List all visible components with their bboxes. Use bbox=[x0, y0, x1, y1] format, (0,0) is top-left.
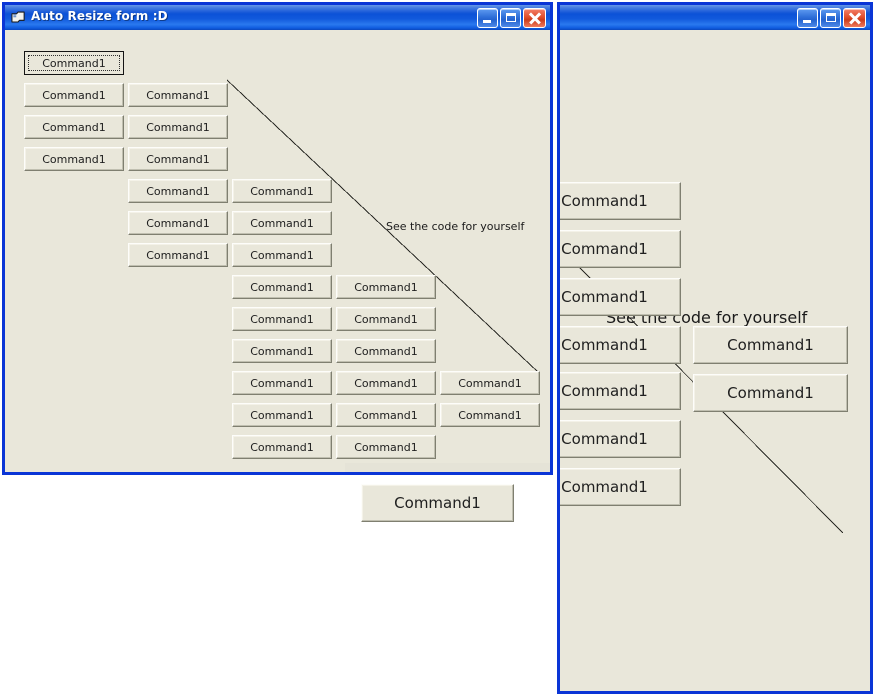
command-button-label: Command1 bbox=[250, 184, 314, 198]
command-button-label: Command1 bbox=[42, 56, 106, 70]
command-button-label: Command1 bbox=[42, 120, 106, 134]
front-command-button[interactable]: Command1 bbox=[336, 371, 436, 395]
command-button-label: Command1 bbox=[458, 408, 522, 422]
command-button-label: Command1 bbox=[561, 430, 648, 448]
command-button-label: Command1 bbox=[250, 376, 314, 390]
front-command-button[interactable]: Command1 bbox=[232, 339, 332, 363]
titlebar-front[interactable]: Auto Resize form :D bbox=[5, 5, 550, 30]
command-button-label: Command1 bbox=[354, 376, 418, 390]
maximize-icon bbox=[506, 13, 516, 22]
command-button-label: Command1 bbox=[250, 440, 314, 454]
command-button-label: Command1 bbox=[561, 288, 648, 306]
front-command-button[interactable]: Command1 bbox=[232, 307, 332, 331]
front-command-button[interactable]: Command1 bbox=[440, 403, 540, 427]
front-command-button[interactable]: Command1 bbox=[336, 435, 436, 459]
front-command-button[interactable]: Command1 bbox=[24, 83, 124, 107]
front-command-button[interactable]: Command1 bbox=[128, 83, 228, 107]
command-button-label: Command1 bbox=[250, 280, 314, 294]
command-button-label: Command1 bbox=[561, 336, 648, 354]
front-command-button[interactable]: Command1 bbox=[128, 179, 228, 203]
minimize-icon bbox=[803, 20, 811, 23]
command-button-label: Command1 bbox=[42, 152, 106, 166]
maximize-button-back[interactable] bbox=[820, 8, 841, 28]
back-command-button[interactable]: Command1 bbox=[693, 374, 848, 412]
command-button-label: Command1 bbox=[250, 216, 314, 230]
command-button-label: Command1 bbox=[727, 384, 814, 402]
minimize-icon bbox=[483, 20, 491, 23]
back-command-button[interactable]: Command1 bbox=[560, 420, 681, 458]
overlay-command-button[interactable]: Command1 bbox=[361, 484, 514, 522]
back-command-button[interactable]: Command1 bbox=[560, 278, 681, 316]
command-button-label: Command1 bbox=[146, 248, 210, 262]
command-button-label: Command1 bbox=[250, 344, 314, 358]
window-front-frame: Auto Resize form :D See the code bbox=[5, 5, 550, 472]
command-button-label: Command1 bbox=[354, 280, 418, 294]
minimize-button-front[interactable] bbox=[477, 8, 498, 28]
back-command-button[interactable]: Command1 bbox=[560, 182, 681, 220]
command-button-label: Command1 bbox=[561, 478, 648, 496]
front-command-button[interactable]: Command1 bbox=[232, 371, 332, 395]
command-button-label: Command1 bbox=[250, 408, 314, 422]
form-document-icon bbox=[11, 11, 25, 23]
front-command-button[interactable]: Command1 bbox=[232, 275, 332, 299]
front-command-button[interactable]: Command1 bbox=[24, 147, 124, 171]
repaint-artifact-panel bbox=[345, 463, 550, 472]
command-button-label: Command1 bbox=[146, 88, 210, 102]
front-command-button[interactable]: Command1 bbox=[232, 435, 332, 459]
front-command-button[interactable]: Command1 bbox=[128, 147, 228, 171]
front-command-button[interactable]: Command1 bbox=[128, 243, 228, 267]
front-command-button[interactable]: Command1 bbox=[24, 115, 124, 139]
maximize-icon bbox=[826, 13, 836, 22]
command-button-label: Command1 bbox=[42, 88, 106, 102]
front-command-button[interactable]: Command1 bbox=[232, 403, 332, 427]
command-button-label: Command1 bbox=[146, 120, 210, 134]
command-button-label: Command1 bbox=[561, 240, 648, 258]
command-button-label: Command1 bbox=[561, 382, 648, 400]
front-command-button[interactable]: Command1 bbox=[128, 211, 228, 235]
maximize-button-front[interactable] bbox=[500, 8, 521, 28]
window-front[interactable]: Auto Resize form :D See the code bbox=[2, 2, 553, 475]
front-command-button[interactable]: Command1 bbox=[336, 275, 436, 299]
back-command-button[interactable]: Command1 bbox=[693, 326, 848, 364]
command-button-label: Command1 bbox=[354, 408, 418, 422]
front-command-button[interactable]: Command1 bbox=[232, 179, 332, 203]
back-command-button[interactable]: Command1 bbox=[560, 326, 681, 364]
caption-buttons-back bbox=[797, 8, 866, 28]
static-label-see-code-front: See the code for yourself bbox=[386, 220, 525, 233]
front-command-button[interactable]: Command1 bbox=[336, 339, 436, 363]
command-button-label: Command1 bbox=[146, 184, 210, 198]
caption-buttons-front bbox=[477, 8, 546, 28]
command-button-label: Command1 bbox=[394, 494, 481, 512]
command-button-label: Command1 bbox=[354, 312, 418, 326]
command-button-label: Command1 bbox=[146, 216, 210, 230]
close-button-back[interactable] bbox=[843, 8, 866, 28]
command-button-label: Command1 bbox=[561, 192, 648, 210]
front-command-button[interactable]: Command1 bbox=[24, 51, 124, 75]
front-command-button[interactable]: Command1 bbox=[232, 243, 332, 267]
front-command-button[interactable]: Command1 bbox=[336, 403, 436, 427]
command-button-label: Command1 bbox=[727, 336, 814, 354]
command-button-label: Command1 bbox=[354, 440, 418, 454]
front-command-button[interactable]: Command1 bbox=[336, 307, 436, 331]
window-front-title: Auto Resize form :D bbox=[31, 9, 168, 23]
front-command-button[interactable]: Command1 bbox=[128, 115, 228, 139]
command-button-label: Command1 bbox=[250, 248, 314, 262]
back-command-button[interactable]: Command1 bbox=[560, 372, 681, 410]
command-button-label: Command1 bbox=[146, 152, 210, 166]
close-button-front[interactable] bbox=[523, 8, 546, 28]
command-button-label: Command1 bbox=[458, 376, 522, 390]
front-command-button[interactable]: Command1 bbox=[440, 371, 540, 395]
minimize-button-back[interactable] bbox=[797, 8, 818, 28]
back-command-button[interactable]: Command1 bbox=[560, 230, 681, 268]
titlebar-back[interactable] bbox=[560, 5, 870, 30]
command-button-label: Command1 bbox=[354, 344, 418, 358]
command-button-label: Command1 bbox=[250, 312, 314, 326]
front-command-button[interactable]: Command1 bbox=[232, 211, 332, 235]
back-command-button[interactable]: Command1 bbox=[560, 468, 681, 506]
